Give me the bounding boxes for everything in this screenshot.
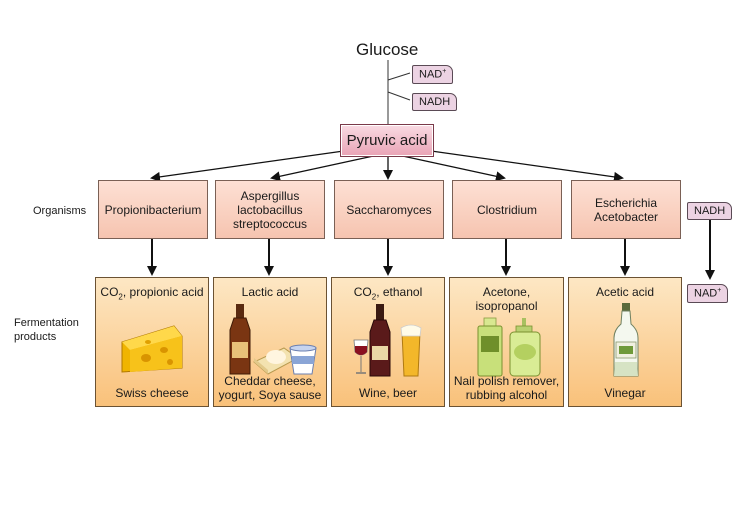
side-nad-plus-tag: NAD+ [687, 284, 729, 303]
organism-2-line-1: Aspergillus [240, 188, 300, 203]
product-2-title: Lactic acid [241, 285, 299, 299]
pyruvic-acid-label: Pyruvic acid [346, 132, 428, 149]
wine-beer-icon [353, 304, 422, 377]
organism-3-line-1: Saccharomyces [346, 202, 432, 217]
product-box-1: CO2, propionic acid Swiss cheese [95, 277, 209, 407]
product-box-2: Lactic acid Cheddar cheese,yogurt, Soya … [213, 277, 327, 407]
product-box-4: Acetone,isopropanol Nail polish remover,… [449, 277, 564, 407]
organism-box-3: Saccharomyces [334, 180, 444, 239]
product-4-title: Acetone,isopropanol [475, 285, 538, 313]
product-1-examples: Swiss cheese [115, 386, 189, 400]
product-3-examples: Wine, beer [358, 386, 418, 400]
cheese-icon [121, 325, 183, 373]
nad-plus-tag: NAD+ [412, 65, 454, 84]
organism-5-line-2: Acetobacter [593, 209, 659, 224]
organism-4-line-1: Clostridium [476, 202, 537, 217]
pyruvic-acid-box: Pyruvic acid [340, 124, 434, 157]
bottles-icon [477, 317, 541, 377]
organism-1-line-1: Propionibacterium [104, 202, 202, 217]
product-5-title: Acetic acid [595, 285, 655, 299]
product-box-3: CO2, ethanol Wine, beer [331, 277, 445, 407]
product-1-title: CO2, propionic acid [100, 285, 204, 302]
organism-product-arrows [147, 238, 630, 276]
nadh-tag: NADH [412, 93, 458, 111]
pyruvic-branch-arrows [150, 147, 624, 182]
organism-2-line-2: lactobacillus [237, 202, 303, 217]
organism-2-line-3: streptococcus [232, 216, 308, 231]
organism-5-line-1: Escherichia [594, 195, 657, 210]
fermentation-products-label: Fermentation products [14, 317, 79, 343]
product-4-examples: Nail polish remover,rubbing alcohol [453, 374, 560, 402]
sauce-cheese-yogurt-icon [229, 304, 317, 375]
organism-box-4: Clostridium [452, 180, 562, 239]
side-nad-plus-sup: + [717, 287, 722, 294]
organism-box-1: Propionibacterium [98, 180, 208, 239]
organisms-label: Organisms [33, 205, 87, 217]
side-nadh-tag: NADH [687, 202, 733, 220]
vinegar-bottle-icon [613, 303, 639, 377]
product-box-5: Acetic acid Vinegar [568, 277, 682, 407]
nad-plus-text: NAD [419, 68, 443, 81]
nad-plus-sup: + [442, 68, 447, 75]
glucose-label: Glucose [356, 40, 419, 59]
product-3-title: CO2, ethanol [353, 285, 423, 302]
side-nad-plus-text: NAD [694, 287, 718, 300]
product-2-examples: Cheddar cheese,yogurt, Soya sause [218, 374, 322, 402]
product-5-examples: Vinegar [604, 386, 646, 400]
